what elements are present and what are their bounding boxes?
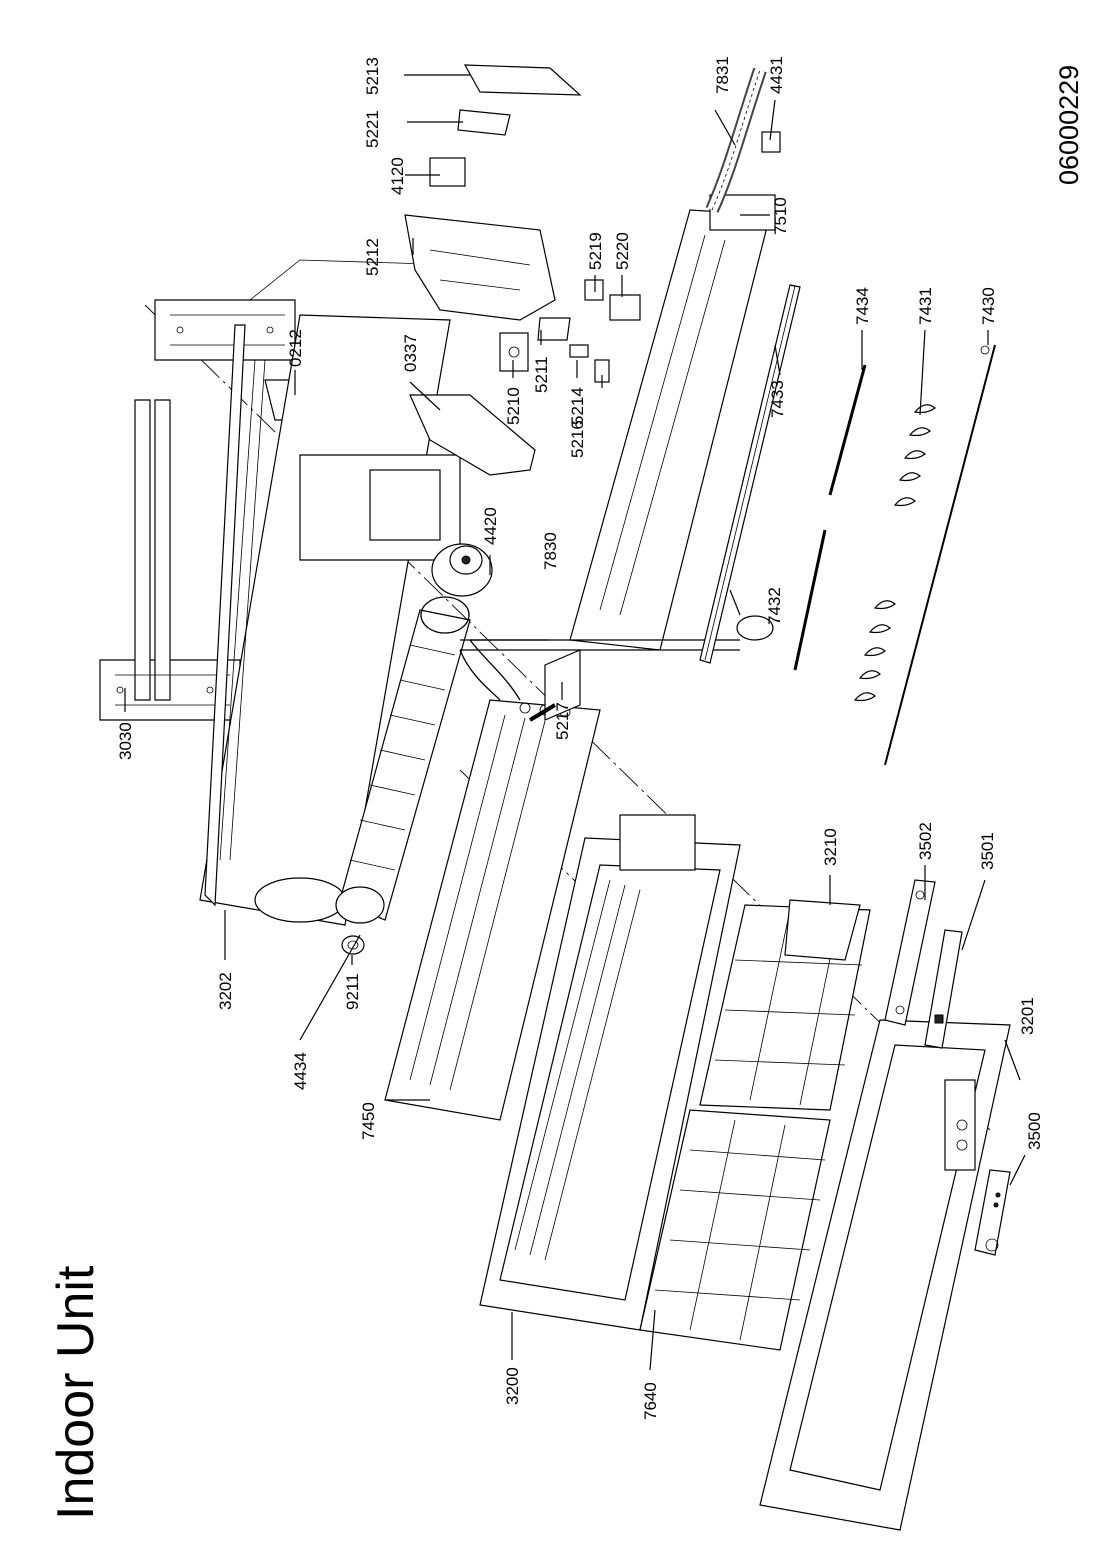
cross-flow-fan <box>335 596 471 924</box>
electric-control-box <box>404 214 556 321</box>
part-label-5214: 5214 <box>568 387 587 425</box>
part-label-4420: 4420 <box>481 507 500 545</box>
front-frame <box>479 814 741 1331</box>
part-label-5216: 5216 <box>568 420 587 458</box>
document-code: 06000229 <box>1054 65 1084 185</box>
insulation-sheet <box>409 394 536 476</box>
display-board <box>924 929 963 1049</box>
part-label-0212: 0212 <box>286 329 305 367</box>
part-label-5213: 5213 <box>363 57 382 95</box>
part-label-3500: 3500 <box>1025 1112 1044 1150</box>
drain-hose <box>705 67 781 213</box>
electrical-parts <box>429 64 641 383</box>
part-label-5210: 5210 <box>504 387 523 425</box>
part-label-7450: 7450 <box>359 1102 378 1140</box>
part-label-5211: 5211 <box>532 356 551 393</box>
part-label-4120: 4120 <box>388 157 407 195</box>
part-label-3201: 3201 <box>1018 997 1037 1035</box>
part-label-3501: 3501 <box>978 832 997 870</box>
part-label-7430: 7430 <box>979 287 998 325</box>
louver-shafts <box>793 364 867 671</box>
part-label-3502: 3502 <box>916 822 935 860</box>
chassis-base <box>199 259 461 926</box>
mounting-plate <box>99 299 296 721</box>
part-label-4431: 4431 <box>767 56 786 94</box>
part-label-7640: 7640 <box>641 1382 660 1420</box>
fan-bearing <box>341 935 365 955</box>
part-label-7431: 7431 <box>916 287 935 325</box>
part-label-3202: 3202 <box>216 972 235 1010</box>
part-label-3210: 3210 <box>821 828 840 866</box>
electrical-cover <box>784 899 861 961</box>
louver-guides <box>699 284 801 664</box>
part-label-3030: 3030 <box>116 722 135 760</box>
part-label-5212: 5212 <box>363 238 382 276</box>
part-label-7831: 7831 <box>713 56 732 94</box>
part-label-3200: 3200 <box>503 1367 522 1405</box>
louver-blades <box>853 404 936 702</box>
fan-motor <box>431 543 493 597</box>
page-title: Indoor Unit <box>47 1265 105 1520</box>
louver-link-rod <box>884 344 996 766</box>
part-label-0337: 0337 <box>401 334 420 372</box>
display-window <box>974 1169 1011 1256</box>
part-label-7434: 7434 <box>853 287 872 325</box>
front-panel <box>759 1019 1011 1531</box>
part-label-5220: 5220 <box>613 232 632 270</box>
part-label-5221: 5221 <box>363 110 382 148</box>
leader-lines <box>124 74 1026 1371</box>
part-label-7830: 7830 <box>541 532 560 570</box>
part-label-9211: 9211 <box>343 973 362 1010</box>
part-label-7433: 7433 <box>768 380 787 418</box>
part-label-7432: 7432 <box>765 587 784 625</box>
part-label-5219: 5219 <box>586 232 605 270</box>
part-label-5217: 5217 <box>553 702 572 740</box>
part-labels: 0212 0337 3030 3200 3201 3202 3210 3500 … <box>116 56 1044 1420</box>
evaporator <box>384 639 601 1121</box>
part-label-4434: 4434 <box>291 1052 310 1090</box>
part-label-7510: 7510 <box>771 197 790 235</box>
display-holder <box>884 879 936 1026</box>
